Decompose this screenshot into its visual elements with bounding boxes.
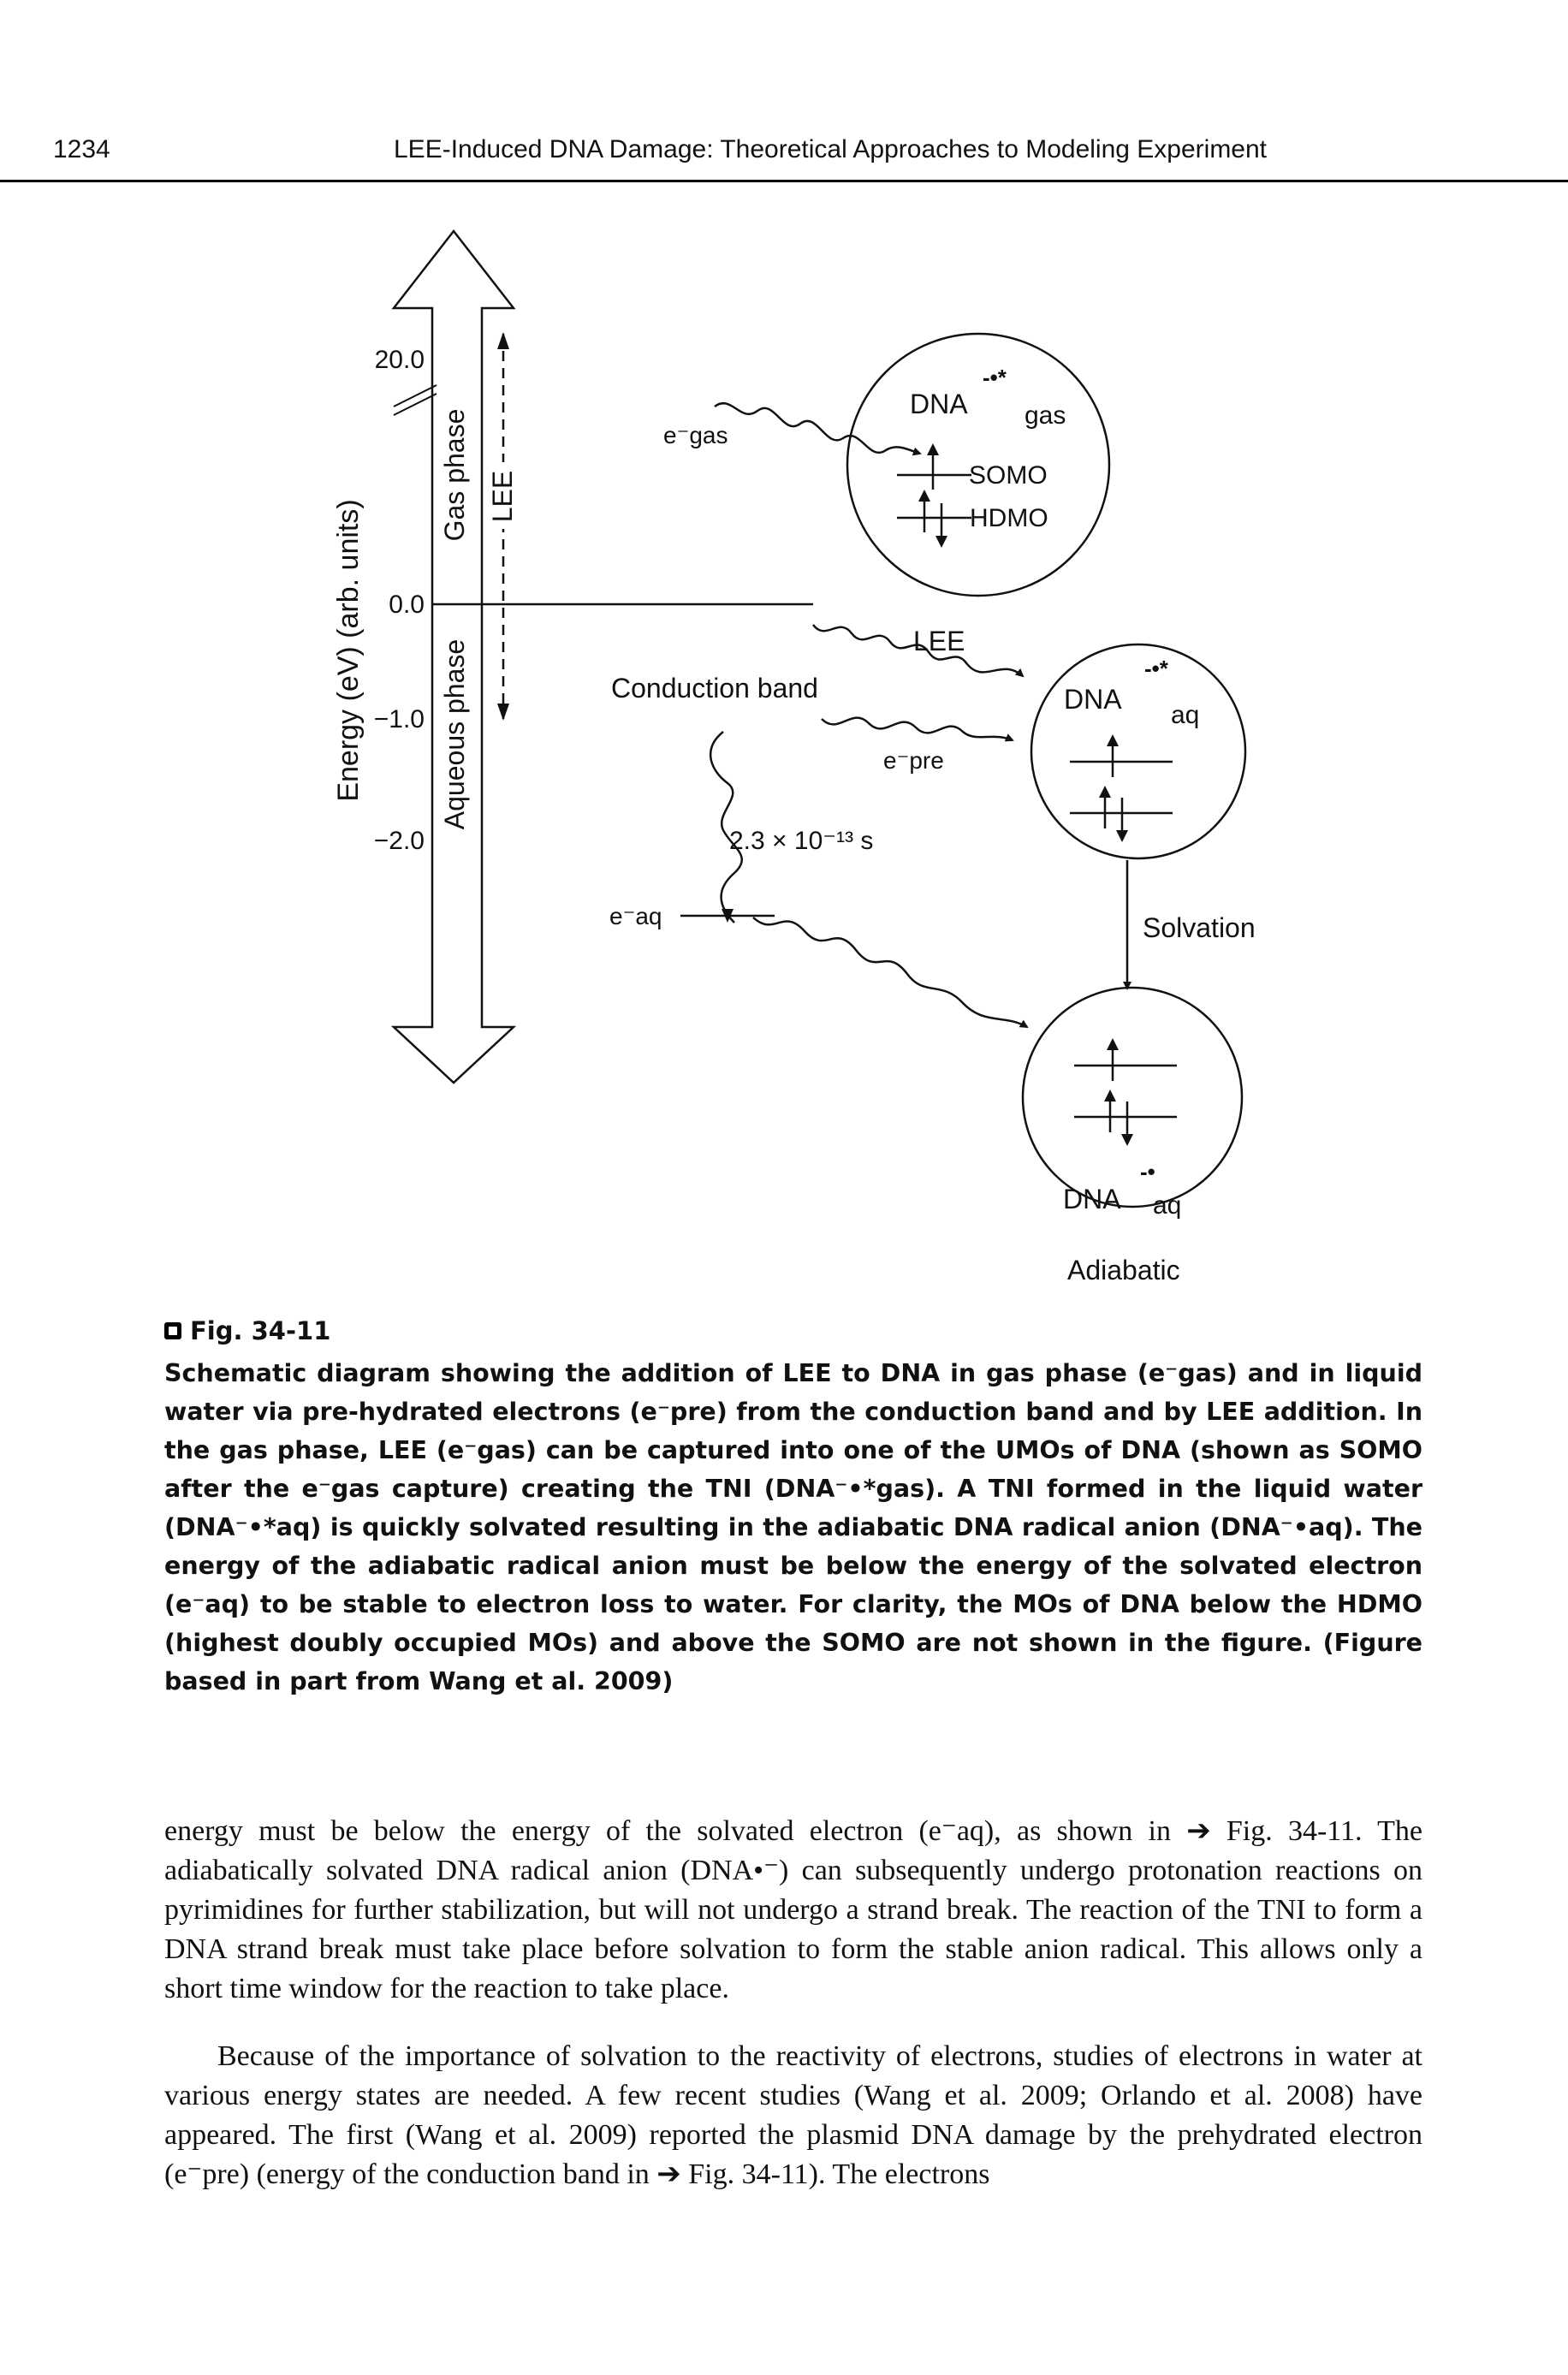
e-aq-to-adiabatic-wavy-arrow bbox=[752, 917, 1029, 1029]
gas-dna-circle: DNA -•* gas SOMO HDMO bbox=[846, 332, 1111, 597]
lee-arrowhead-down bbox=[497, 704, 509, 721]
adiabatic-dna-circle: -• DNA aq bbox=[1021, 986, 1244, 1220]
adiabatic-circle-phase-label: aq bbox=[1153, 1191, 1181, 1220]
figure-number: Fig. 34-11 bbox=[190, 1316, 331, 1345]
e-pre-label: e⁻pre bbox=[883, 747, 944, 774]
page-header: 1234 LEE-Induced DNA Damage: Theoretical… bbox=[0, 135, 1568, 187]
figure-caption: Fig. 34-11 Schematic diagram showing the… bbox=[164, 1316, 1422, 1701]
axis-break-mark bbox=[393, 384, 437, 407]
gas-circle-dna-label: DNA bbox=[910, 389, 968, 419]
y-axis-label: Energy (eV) (arb. units) bbox=[332, 499, 365, 801]
adiabatic-circle-dna-label: DNA bbox=[1063, 1184, 1121, 1214]
tick-20: 20.0 bbox=[375, 346, 425, 374]
adiabatic-circle-radical: -• bbox=[1140, 1159, 1155, 1185]
e-gas-label: e⁻gas bbox=[663, 422, 728, 448]
conduction-band-label: Conduction band bbox=[611, 673, 818, 704]
e-aq-arrowhead bbox=[722, 909, 734, 923]
running-head: LEE-Induced DNA Damage: Theoretical Appr… bbox=[394, 135, 1268, 163]
e-aq-label: e⁻aq bbox=[609, 903, 662, 929]
lee-arrowhead-up bbox=[497, 332, 509, 349]
figure-marker-icon bbox=[164, 1322, 181, 1339]
aq-circle-dna-label: DNA bbox=[1064, 684, 1122, 715]
solvation-label: Solvation bbox=[1143, 912, 1256, 943]
hdmo-label: HDMO bbox=[970, 504, 1048, 532]
aq-circle-phase-label: aq bbox=[1171, 701, 1199, 729]
gas-circle-phase-label: gas bbox=[1025, 401, 1066, 430]
body-paragraph-2: Because of the importance of solvation t… bbox=[164, 2040, 1422, 2190]
somo-label: SOMO bbox=[969, 461, 1048, 490]
header-rule bbox=[0, 180, 1568, 182]
energy-double-arrow bbox=[390, 229, 517, 1084]
tick-minus2: −2.0 bbox=[374, 827, 425, 855]
page-number: 1234 bbox=[53, 135, 110, 163]
figure-label: Fig. 34-11 bbox=[164, 1316, 1422, 1345]
axis-break-mark bbox=[393, 393, 437, 416]
gas-phase-label: Gas phase bbox=[439, 409, 470, 542]
gas-circle-radical: -•* bbox=[983, 365, 1007, 390]
lee-vertical-label: LEE bbox=[487, 471, 518, 522]
e-gas-wavy-arrow bbox=[714, 401, 922, 456]
adiabatic-label: Adiabatic bbox=[1067, 1255, 1180, 1285]
aq-dna-circle: DNA -•* aq bbox=[1030, 643, 1247, 860]
time-label: 2.3 × 10⁻¹³ s bbox=[729, 827, 873, 855]
relaxation-squiggle bbox=[709, 731, 743, 923]
lee-wavy-arrow bbox=[812, 624, 1025, 678]
e-pre-wavy-arrow bbox=[821, 716, 1014, 742]
tick-0: 0.0 bbox=[389, 591, 425, 619]
caption-text: Schematic diagram showing the addition o… bbox=[164, 1359, 1422, 1695]
aqueous-phase-label: Aqueous phase bbox=[439, 639, 470, 829]
tick-minus1: −1.0 bbox=[374, 705, 425, 733]
lee-label: LEE bbox=[913, 626, 965, 656]
body-paragraph-1: energy must be below the energy of the s… bbox=[164, 1815, 1422, 2004]
energy-diagram: Energy (eV) (arb. units) 20.0 0.0 −1.0 −… bbox=[332, 229, 1256, 1285]
aq-circle-radical: -•* bbox=[1144, 656, 1169, 681]
